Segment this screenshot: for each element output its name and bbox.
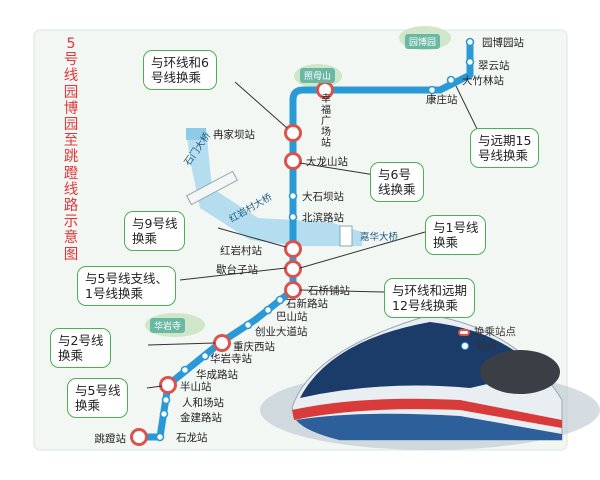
station-label: 园博园站 bbox=[482, 36, 524, 49]
station-marker bbox=[180, 365, 190, 375]
callout-transfer-6: 与6号 线换乘 bbox=[370, 162, 424, 202]
legend-station-label: 站点 bbox=[476, 340, 497, 352]
leader-line bbox=[147, 342, 216, 346]
station-label: 创业大道站 bbox=[255, 325, 308, 338]
bridge-label-jiahua: 嘉华大桥 bbox=[360, 232, 399, 243]
transfer-station-marker bbox=[284, 152, 302, 170]
station-label: 大石坝站 bbox=[302, 190, 344, 203]
leader-line bbox=[455, 85, 481, 136]
bridge-jiahua bbox=[339, 225, 353, 247]
station-marker bbox=[446, 75, 456, 85]
station-label: 华成路站 bbox=[196, 368, 238, 381]
station-marks bbox=[130, 37, 475, 446]
station-marker bbox=[465, 57, 475, 67]
leader-line bbox=[179, 267, 287, 281]
station-label: 人和场站 bbox=[182, 396, 224, 409]
leader-lines bbox=[146, 81, 481, 389]
callout-transfer-loop-6: 与环线和6 号线换乘 bbox=[143, 50, 217, 90]
legend-row-transfer: 换乘站点 bbox=[458, 325, 516, 339]
leader-line bbox=[234, 81, 288, 129]
station-marker bbox=[159, 409, 169, 419]
station-label: 石新路站 bbox=[286, 297, 328, 310]
train-illustration bbox=[260, 314, 600, 450]
station-marker bbox=[161, 395, 171, 405]
station-label: 歇台子站 bbox=[216, 263, 258, 276]
station-label: 冉家坝站 bbox=[213, 128, 255, 141]
station-marker bbox=[200, 351, 210, 361]
callout-transfer-2: 与2号线 换乘 bbox=[50, 328, 112, 368]
station-marker bbox=[243, 320, 253, 330]
leader-line bbox=[299, 231, 426, 269]
station-label-char: 广 bbox=[321, 115, 331, 127]
landmark-sign-low: 华岩寺 bbox=[150, 318, 186, 333]
station-label: 大竹林站 bbox=[462, 74, 504, 87]
station-label: 半山站 bbox=[180, 380, 212, 393]
transfer-station-marker bbox=[159, 376, 177, 394]
transfer-station-marker bbox=[284, 240, 302, 258]
legend: 换乘站点 站点 bbox=[458, 325, 516, 353]
station-label: 华岩寺站 bbox=[210, 352, 252, 365]
station-marker bbox=[275, 295, 285, 305]
station-label-char: 福 bbox=[321, 103, 331, 116]
station-label: 石龙站 bbox=[176, 431, 208, 444]
station-marker bbox=[155, 432, 165, 442]
station-marker bbox=[263, 305, 273, 315]
leader-line bbox=[299, 289, 385, 293]
station-marker bbox=[288, 191, 298, 201]
station-label: 大龙山站 bbox=[306, 155, 348, 168]
station-label: 金建路站 bbox=[180, 411, 222, 424]
station-marker bbox=[427, 85, 437, 95]
callout-transfer-5branch-1: 与5号线支线、 1号线换乘 bbox=[77, 266, 176, 306]
station-label: 翠云站 bbox=[478, 59, 510, 72]
station-label-char: 场 bbox=[321, 125, 331, 138]
station-label-char: 站 bbox=[321, 136, 331, 149]
station-marker bbox=[288, 212, 298, 222]
leader-line bbox=[299, 162, 376, 176]
transfer-station-marker bbox=[284, 281, 302, 299]
station-label: 跳蹬站 bbox=[95, 432, 127, 445]
transfer-station-marker bbox=[213, 334, 231, 352]
landmark-sign-mid: 照母山 bbox=[300, 68, 336, 83]
station-label: 巴山站 bbox=[276, 310, 308, 323]
landmark-sign-top: 园博园 bbox=[405, 34, 441, 49]
leader-line bbox=[146, 385, 163, 389]
callout-transfer-loop-12: 与环线和远期 12号线换乘 bbox=[384, 278, 476, 318]
callout-transfer-15: 与远期15 号线换乘 bbox=[470, 128, 540, 168]
river-shape-2 bbox=[186, 128, 206, 140]
transfer-station-marker bbox=[284, 260, 302, 278]
legend-transfer-label: 换乘站点 bbox=[474, 326, 516, 338]
bridge-shimen bbox=[186, 170, 238, 206]
river-shape bbox=[186, 128, 362, 246]
station-label-char: 幸 bbox=[321, 93, 331, 105]
transfer-station-marker bbox=[130, 428, 148, 446]
legend-row-station: 站点 bbox=[458, 339, 516, 353]
station-marker bbox=[465, 37, 475, 47]
station-label: 红岩村站 bbox=[220, 244, 262, 257]
station-label: 重庆西站 bbox=[233, 340, 275, 353]
callout-transfer-5: 与5号线 换乘 bbox=[67, 378, 129, 418]
map-title: 5号线园博园至跳蹬线路示意图 bbox=[63, 36, 79, 263]
callout-transfer-1: 与1号线 换乘 bbox=[425, 215, 487, 255]
leader-line bbox=[217, 227, 287, 248]
transfer-ring-icon bbox=[458, 328, 470, 336]
transfer-station-marker bbox=[284, 124, 302, 142]
station-label: 康庄站 bbox=[426, 93, 458, 106]
callout-transfer-9: 与9号线 换乘 bbox=[124, 211, 186, 251]
station-dot-icon bbox=[461, 342, 469, 350]
station-label: 北滨路站 bbox=[302, 211, 344, 224]
